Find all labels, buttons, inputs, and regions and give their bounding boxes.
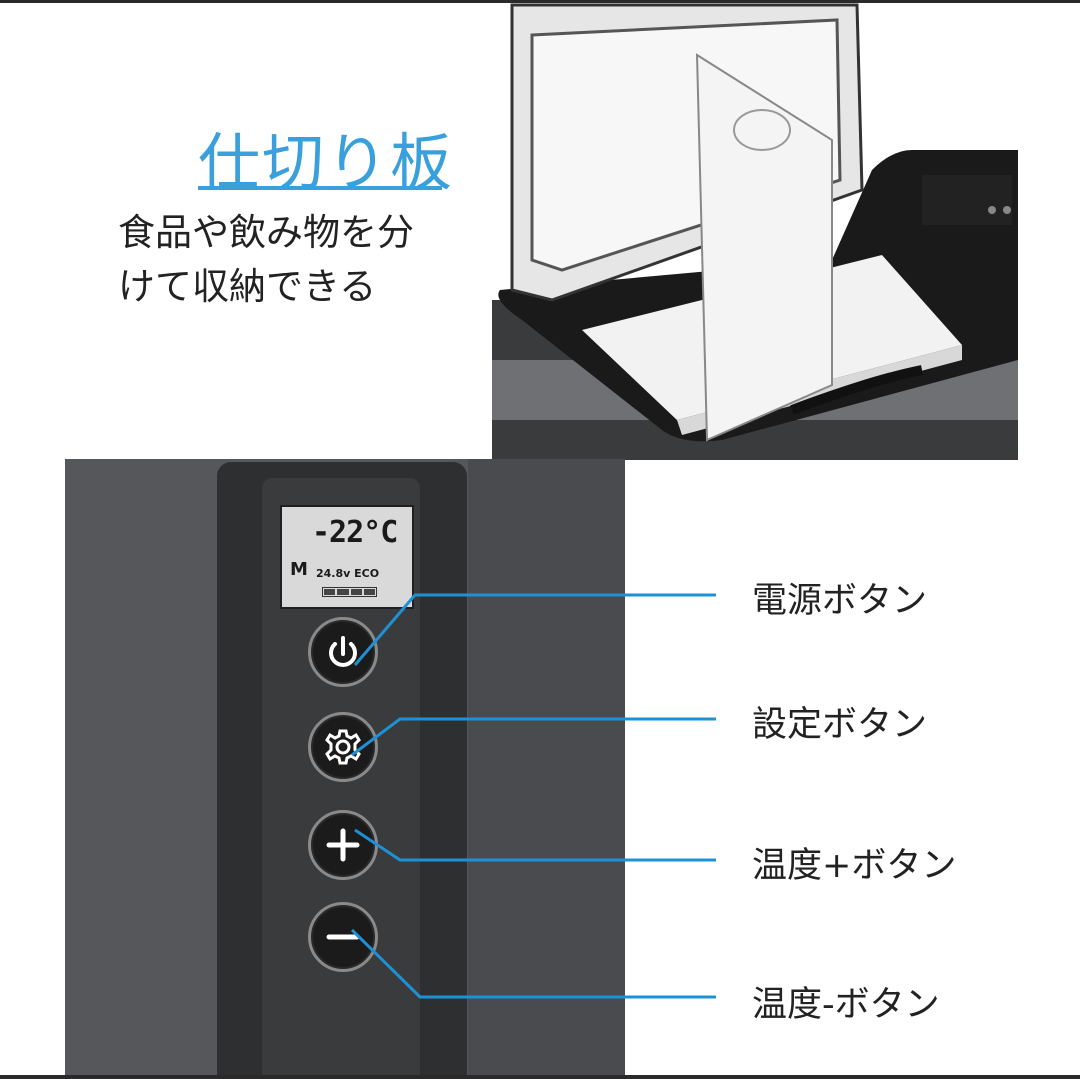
- gear-icon: [325, 729, 361, 765]
- settings-button[interactable]: [308, 712, 378, 782]
- partition-description: 食品や飲み物を分 けて収納できる: [118, 206, 478, 314]
- power-icon: [329, 636, 357, 667]
- bottom-border: [0, 1075, 1080, 1079]
- description-line-1: 食品や飲み物を分: [118, 211, 414, 254]
- lcd-display: -22°C M 24.8v ECO: [280, 505, 414, 609]
- fridge-illustration: [492, 3, 1018, 460]
- temp-down-button[interactable]: [308, 902, 378, 972]
- minus-icon: [326, 934, 360, 940]
- title-underline: [198, 186, 442, 190]
- settings-button-label: 設定ボタン: [752, 705, 928, 745]
- description-line-2: けて収納できる: [118, 265, 377, 308]
- power-button[interactable]: [308, 617, 378, 687]
- top-border: [0, 0, 1080, 3]
- panel-side: [468, 459, 625, 1075]
- power-button-label: 電源ボタン: [752, 581, 928, 621]
- battery-bar: [322, 587, 377, 597]
- plus-icon: [326, 828, 360, 862]
- lcd-mode: M: [290, 559, 308, 580]
- lcd-voltage-mode: 24.8v ECO: [316, 567, 380, 580]
- temp-down-button-label: 温度-ボタン: [752, 985, 940, 1025]
- temp-up-button[interactable]: [308, 810, 378, 880]
- lcd-temperature: -22°C: [312, 515, 398, 550]
- temp-up-button-label: 温度+ボタン: [752, 846, 957, 886]
